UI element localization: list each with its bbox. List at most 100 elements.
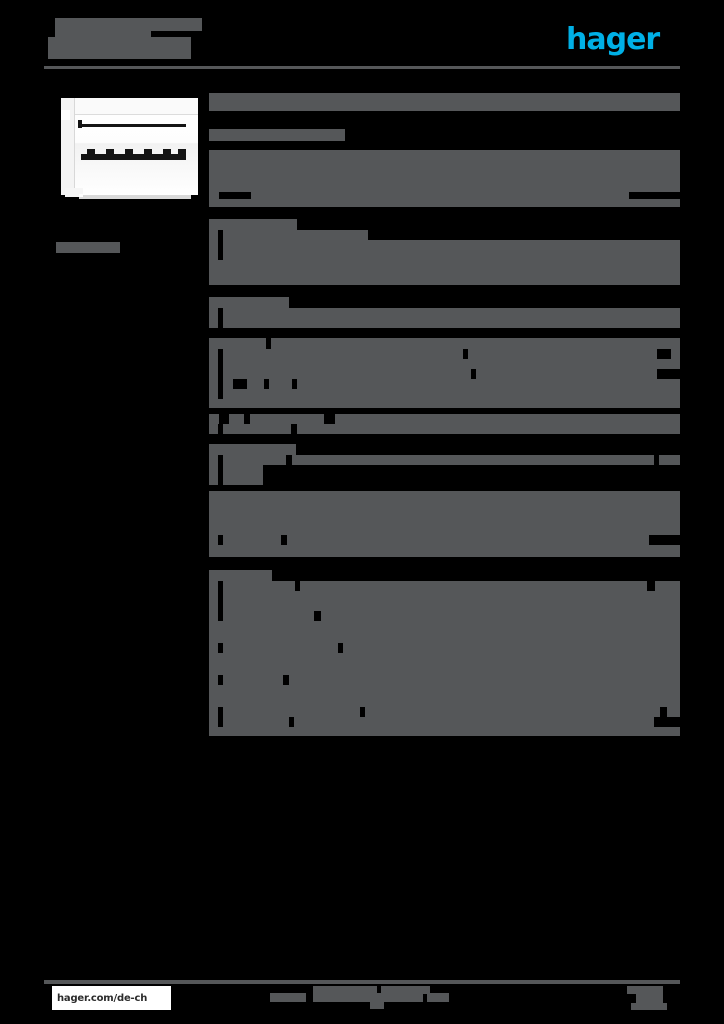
redacted-text-block xyxy=(287,535,649,545)
redacted-text-block xyxy=(209,250,218,260)
redacted-text-block xyxy=(270,993,306,1002)
redacted-text-block xyxy=(223,707,360,717)
redacted-text-block xyxy=(223,308,680,318)
redacted-text-block xyxy=(223,359,680,369)
redacted-text-block xyxy=(636,994,663,1003)
redacted-text-block xyxy=(223,643,338,653)
product-enclosure-side-rail xyxy=(61,98,75,195)
redacted-text-block xyxy=(250,414,324,424)
redacted-text-block xyxy=(631,1003,667,1010)
footer-url[interactable]: hager.com/de-ch xyxy=(52,986,171,1010)
redacted-text-block xyxy=(223,465,263,475)
redacted-text-block xyxy=(223,369,471,379)
din-rail-tooth xyxy=(125,149,133,155)
redacted-text-block xyxy=(209,535,218,545)
redacted-text-block xyxy=(223,675,283,685)
redacted-text-block xyxy=(321,611,680,621)
redacted-text-block xyxy=(468,349,657,359)
redacted-text-block xyxy=(209,685,680,707)
redacted-text-block xyxy=(223,601,680,611)
redacted-text-block xyxy=(229,414,244,424)
redacted-text-block xyxy=(209,727,680,736)
redacted-text-block xyxy=(209,707,218,717)
redacted-text-block xyxy=(297,424,680,434)
redacted-text-block xyxy=(209,199,680,207)
redacted-text-block xyxy=(289,675,680,685)
redacted-text-block xyxy=(209,653,680,675)
redacted-text-block xyxy=(209,369,218,379)
redacted-text-block xyxy=(427,993,449,1002)
redacted-text-block xyxy=(209,379,218,389)
redacted-text-block xyxy=(381,986,430,994)
product-enclosure-foot xyxy=(65,188,83,197)
redacted-text-block xyxy=(223,455,286,465)
redacted-text-block xyxy=(223,717,289,727)
redacted-text-block xyxy=(209,570,272,581)
redacted-text-block xyxy=(209,389,218,399)
redacted-text-block xyxy=(343,643,680,653)
redacted-text-block xyxy=(209,611,218,621)
redacted-text-block xyxy=(209,601,218,611)
footer-url-label: hager.com/de-ch xyxy=(57,992,148,1004)
redacted-text-block xyxy=(48,37,191,59)
redacted-text-block xyxy=(223,240,680,250)
redacted-text-block xyxy=(223,611,314,621)
redacted-text-block xyxy=(209,455,218,465)
redacted-text-block xyxy=(655,581,680,591)
redacted-text-block xyxy=(209,621,680,643)
redacted-text-block xyxy=(209,359,218,369)
redacted-text-block xyxy=(209,230,218,240)
redacted-text-block xyxy=(247,379,264,389)
product-caption-redacted xyxy=(56,242,120,253)
redacted-text-block xyxy=(223,535,281,545)
redacted-text-block xyxy=(209,591,218,601)
redacted-text-block xyxy=(209,349,218,359)
redacted-text-block xyxy=(223,379,233,389)
redacted-text-block xyxy=(209,399,680,408)
din-rail-tooth xyxy=(163,149,171,155)
redacted-text-block xyxy=(294,717,654,727)
redacted-text-block xyxy=(209,93,680,111)
redacted-text-block xyxy=(209,219,297,230)
product-enclosure-slot xyxy=(78,120,186,128)
redacted-text-block xyxy=(223,349,463,359)
redacted-text-block xyxy=(209,308,218,318)
redacted-text-block xyxy=(251,192,629,199)
product-enclosure-notch xyxy=(61,110,70,120)
redacted-text-block xyxy=(209,424,218,434)
redacted-text-block xyxy=(667,707,680,717)
redacted-text-block xyxy=(209,643,218,653)
redacted-text-block xyxy=(365,707,660,717)
redacted-text-block xyxy=(223,591,680,601)
redacted-text-block xyxy=(659,455,680,465)
product-enclosure-din-rail xyxy=(81,149,186,160)
redacted-text-block xyxy=(209,475,218,485)
redacted-text-block xyxy=(223,424,291,434)
redacted-text-block xyxy=(671,349,680,359)
redacted-text-block xyxy=(209,491,680,535)
redacted-text-block xyxy=(209,717,218,727)
redacted-text-block xyxy=(209,318,218,328)
din-rail-tooth xyxy=(144,149,152,155)
redacted-text-block xyxy=(223,230,368,240)
redacted-text-block xyxy=(271,338,680,349)
redacted-text-block xyxy=(292,455,654,465)
redacted-text-block xyxy=(313,993,423,1002)
header-divider xyxy=(44,66,680,69)
header-title-redacted xyxy=(0,0,724,70)
redacted-text-block xyxy=(209,260,680,285)
redacted-text-block xyxy=(335,414,680,424)
redacted-text-block xyxy=(209,129,345,141)
redacted-text-block xyxy=(209,150,680,192)
redacted-text-block xyxy=(313,986,377,994)
redacted-text-block xyxy=(269,379,292,389)
redacted-text-block xyxy=(223,581,295,591)
redacted-text-block xyxy=(209,545,680,557)
redacted-text-block xyxy=(209,465,218,475)
redacted-text-block xyxy=(627,986,663,994)
redacted-text-block xyxy=(297,379,680,389)
hager-logo: hager xyxy=(566,22,660,57)
